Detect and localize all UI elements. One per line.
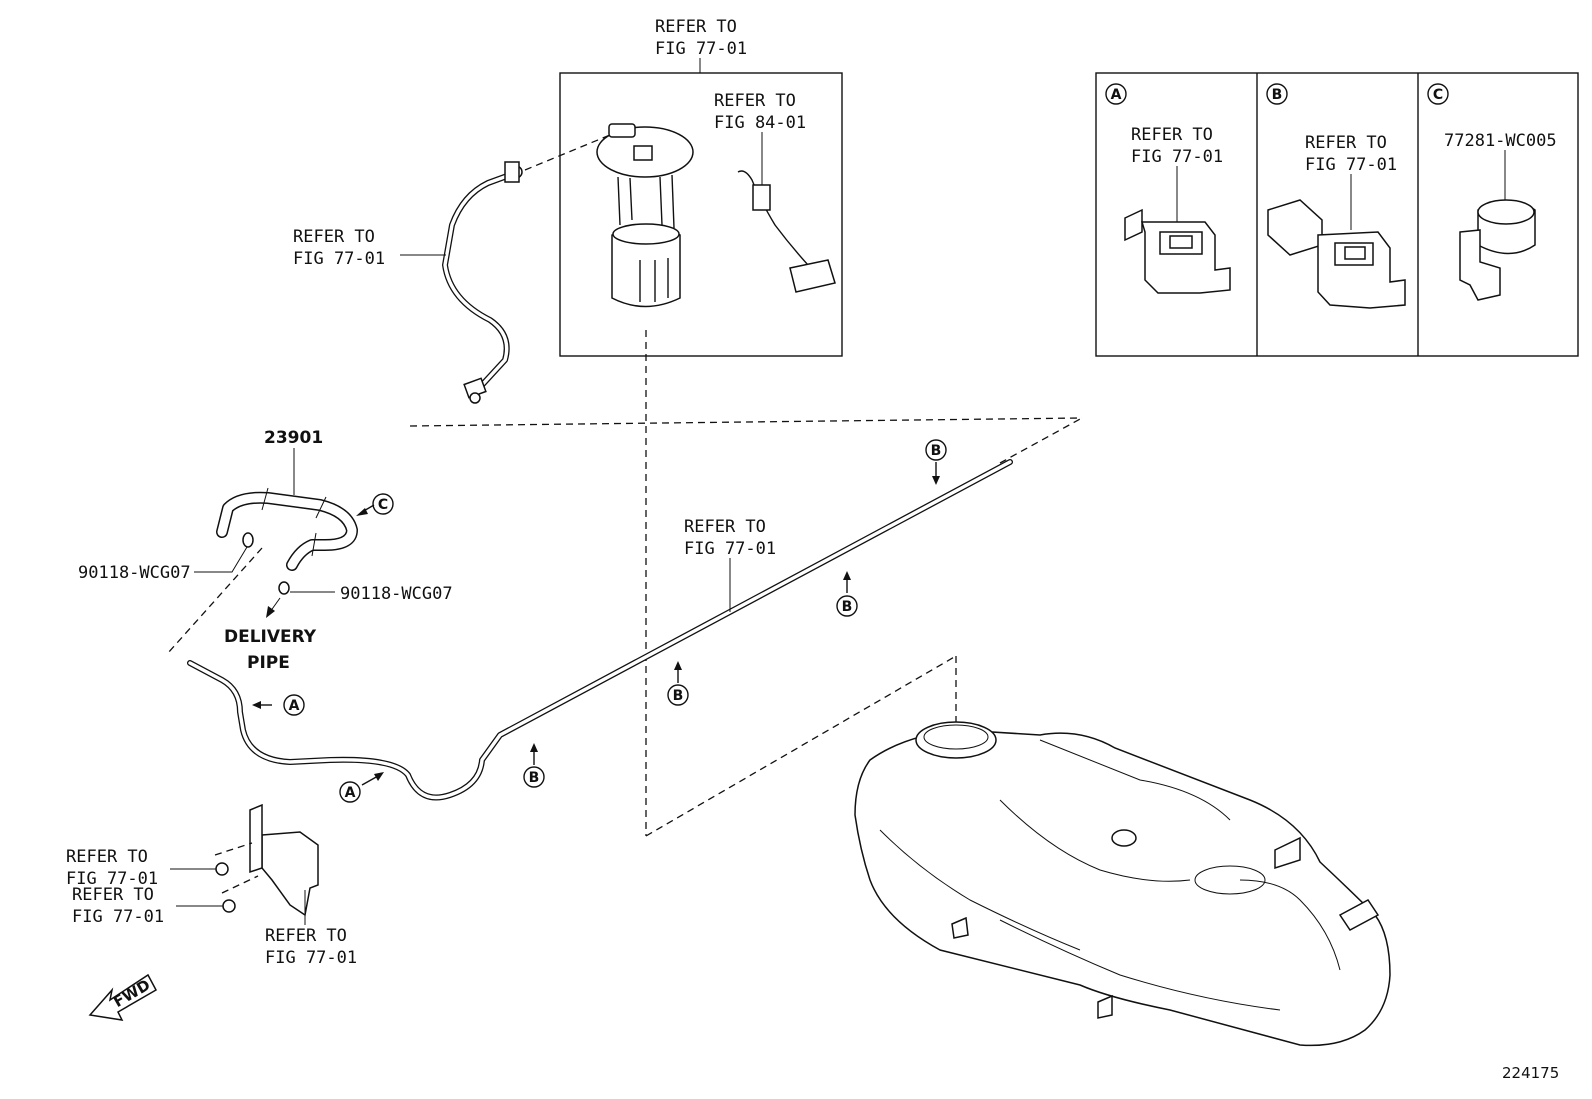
pipe-callout-b-3: B — [836, 571, 858, 617]
svg-text:B: B — [842, 599, 853, 615]
inset-a-fig: FIG 77-01 — [1131, 147, 1223, 167]
clamp-inset-panel: A REFER TO FIG 77-01 B REFER TO FIG 77-0… — [1095, 72, 1579, 357]
pump-fig-label: FIG 77-01 — [655, 39, 747, 59]
svg-text:A: A — [345, 785, 356, 801]
fuel-pump-group: REFER TO FIG 77-01 REFER TO FIG 84-01 — [559, 17, 843, 357]
fuel-pump-box — [559, 72, 843, 357]
inset-a-letter: A — [1111, 87, 1122, 103]
delivery-pipe-line1: DELIVERY — [224, 627, 317, 647]
clip-right-part-number: 90118-WCG07 — [340, 584, 453, 604]
hose-callout-c: C — [378, 497, 388, 513]
fuel-pump-module — [596, 123, 694, 308]
hose-clip-right — [278, 581, 290, 595]
pipe-end-dashline — [999, 417, 1083, 464]
pipe-callout-a-1: A — [252, 694, 305, 716]
hose-clip-left — [242, 532, 254, 548]
inset-b-refer: REFER TO — [1305, 133, 1387, 153]
fwd-label: FWD — [110, 976, 153, 1011]
bolt1-fig-label: FIG 77-01 — [66, 869, 158, 889]
pump-refer-label: REFER TO — [655, 17, 737, 37]
inset-c-clamp: C 77281-WC005 — [1427, 83, 1557, 301]
svg-text:B: B — [529, 770, 540, 786]
bolt2-fig-label: FIG 77-01 — [72, 907, 164, 927]
pipe-callout-b-4: B — [925, 439, 947, 485]
tube-ref-dashline — [409, 417, 1083, 427]
pipe-callout-a-2: A — [339, 772, 384, 803]
svg-text:A: A — [289, 698, 300, 714]
bolt-2 — [222, 899, 236, 913]
fuel-sender-gauge: REFER TO FIG 84-01 — [714, 91, 836, 293]
inset-c-letter: C — [1433, 87, 1443, 103]
hose-part-number: 23901 — [264, 428, 323, 448]
tube-refer-label: REFER TO — [293, 227, 375, 247]
inset-b-letter: B — [1272, 87, 1283, 103]
sender-fig-label: FIG 84-01 — [714, 113, 806, 133]
pipe-callout-b-1: B — [523, 743, 545, 788]
fwd-direction-arrow: FWD — [88, 973, 158, 1021]
inset-a-refer: REFER TO — [1131, 125, 1213, 145]
tube-fig-label: FIG 77-01 — [293, 249, 385, 269]
protector-fig-label: FIG 77-01 — [265, 948, 357, 968]
inset-b-clamp: B REFER TO FIG 77-01 — [1266, 83, 1406, 309]
protector-refer-label: REFER TO — [265, 926, 347, 946]
sender-refer-label: REFER TO — [714, 91, 796, 111]
clip-left-part-number: 90118-WCG07 — [78, 563, 191, 583]
pipe-refer-label: REFER TO — [684, 517, 766, 537]
fuel-hose-23901: 23901 C 90118-WCG07 90118-WCG07 DELIVERY… — [78, 428, 453, 673]
pipe-fig-label: FIG 77-01 — [684, 539, 776, 559]
inset-b-fig: FIG 77-01 — [1305, 155, 1397, 175]
fuel-tube-protector: REFER TO FIG 77-01 REFER TO FIG 77-01 RE… — [66, 803, 357, 968]
svg-text:B: B — [673, 688, 684, 704]
pipe-callout-b-2: B — [667, 661, 689, 706]
tube-to-pump-dashline — [524, 134, 611, 171]
figure-number: 224175 — [1502, 1064, 1559, 1082]
svg-text:B: B — [931, 443, 942, 459]
bolt1-refer-label: REFER TO — [66, 847, 148, 867]
inset-c-part-number: 77281-WC005 — [1444, 131, 1557, 151]
bolt2-refer-label: REFER TO — [72, 885, 154, 905]
fuel-tube-top: REFER TO FIG 77-01 — [293, 134, 611, 404]
delivery-pipe-line2: PIPE — [247, 653, 290, 673]
bolt-1 — [215, 862, 229, 876]
fuel-tank — [854, 721, 1391, 1047]
inset-a-clamp: A REFER TO FIG 77-01 — [1105, 83, 1231, 294]
main-fuel-pipe: REFER TO FIG 77-01 A A B B — [187, 439, 1013, 803]
